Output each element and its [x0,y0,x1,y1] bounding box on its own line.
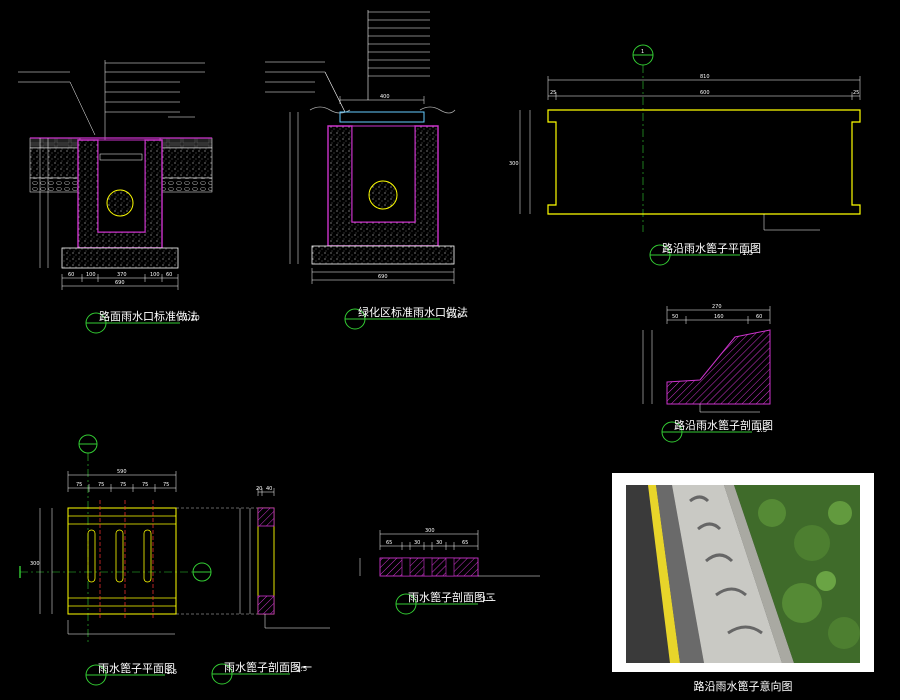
dim-3-height: 300 [509,161,519,167]
dims-1 [39,138,179,290]
dim-4-a: 50 [672,314,678,320]
leader-notes-1 [18,60,205,140]
dim-5-c: 75 [120,482,126,488]
title-4-scale: 1:5 [756,426,767,434]
title-7: 雨水篦子剖面图二 1:5 [395,590,496,615]
dim-3-left: 25 [550,90,556,96]
paving-right [159,137,213,149]
title-7-text: 雨水篦子剖面图二 [408,590,496,604]
detail-curb-grate-plan: 1 810 600 25 25 300 路沿雨水篦子平面图 1:5 [509,44,861,266]
dims-7 [359,530,540,577]
dims-4 [642,306,771,413]
title-3-scale: 1:5 [742,249,753,257]
section-marker-top: 1 [632,44,654,232]
dim-2-top: 400 [380,94,390,100]
dim-7-c: 30 [436,540,442,546]
detail-grate-plan: 590 75 75 75 75 75 300 雨水篦子平面图 1:5 [19,434,258,686]
dim-1-c: 370 [117,272,127,278]
title-5: 雨水篦子平面图 1:5 [85,661,177,686]
title-2: 绿化区标准雨水口做法 1:10 [344,305,468,330]
detail-road-inlet: 60 100 370 100 60 690 路面雨水口标准做法 1:10 [18,60,213,334]
dim-1-e: 60 [166,272,172,278]
dims-5 [39,471,177,635]
dim-4-b: 160 [714,314,724,320]
marker-top-num: 1 [641,49,644,55]
dim-7-a: 65 [386,540,392,546]
reference-photo [626,485,860,663]
dim-6-b: 40 [266,486,272,492]
title-1: 路面雨水口标准做法 1:10 [85,309,200,334]
grate-slot-1 [87,529,96,583]
dim-5-d: 75 [142,482,148,488]
dim-5-height: 300 [30,561,40,567]
grate-slot-3 [143,529,152,583]
dim-5-top: 590 [117,469,127,475]
dim-1-a: 60 [68,272,74,278]
dim-1-d: 100 [150,272,160,278]
title-4: 路沿雨水篦子剖面图 1:5 [661,418,773,443]
title-3-text: 路沿雨水篦子平面图 [662,241,761,255]
dims-3 [519,76,861,231]
grate-slot-2 [115,529,124,583]
dim-7-b: 30 [414,540,420,546]
dim-1-b: 100 [86,272,96,278]
curb-section-shape [666,329,771,405]
leader-notes-2 [265,10,430,113]
outlet-pipe-1 [106,189,134,217]
reference-photo-frame [612,473,874,672]
grate-2 [339,111,425,123]
dim-5-e: 75 [163,482,169,488]
title-3: 路沿雨水篦子平面图 1:5 [649,241,761,266]
dim-2-bottom: 690 [378,274,388,280]
title-4-text: 路沿雨水篦子剖面图 [674,418,773,432]
dim-5-a: 75 [76,482,82,488]
dim-3-top: 810 [700,74,710,80]
dim-3-mid: 600 [700,90,710,96]
title-7-scale: 1:5 [482,595,493,603]
paving-left [29,137,81,149]
title-2-text: 绿化区标准雨水口做法 [358,305,468,319]
grate-plan-outline [67,507,177,615]
dim-7-top: 300 [425,528,435,534]
base-slab-1 [61,247,179,269]
title-5-text: 雨水篦子平面图 [98,661,175,675]
title-6: 雨水篦子剖面图一 1:5 [211,660,312,685]
outlet-pipe-2 [368,180,398,210]
dim-1-total: 690 [115,280,125,286]
title-2-scale: 1:10 [446,312,462,320]
title-1-text: 路面雨水口标准做法 [99,309,198,323]
base-slab-2 [311,245,455,265]
dim-5-b: 75 [98,482,104,488]
detail-curb-grate-section: 270 50 160 60 路沿雨水篦子剖面图 1:5 [642,304,773,443]
title-6-scale: 1:5 [296,665,307,673]
title-1-scale: 1:10 [184,314,200,322]
dim-7-d: 65 [462,540,468,546]
photo-caption: 路沿雨水篦子意向图 [693,680,793,693]
dim-4-c: 60 [756,314,762,320]
title-6-text: 雨水篦子剖面图一 [224,660,312,674]
detail-grate-section-2: 300 65 30 30 65 雨水篦子剖面图二 1:5 [359,528,540,615]
dim-6-a: 20 [256,486,262,492]
title-5-scale: 1:5 [166,668,177,676]
detail-green-inlet: 400 690 绿化区标准雨水口做法 1:10 [265,10,468,330]
dims-6 [239,488,330,629]
detail-grate-section-1: 20 40 雨水篦子剖面图一 1:5 [211,486,330,685]
dim-3-right: 25 [853,90,859,96]
dim-4-top: 270 [712,304,722,310]
curb-plan-outline [547,109,861,215]
dims-2 [289,96,455,284]
